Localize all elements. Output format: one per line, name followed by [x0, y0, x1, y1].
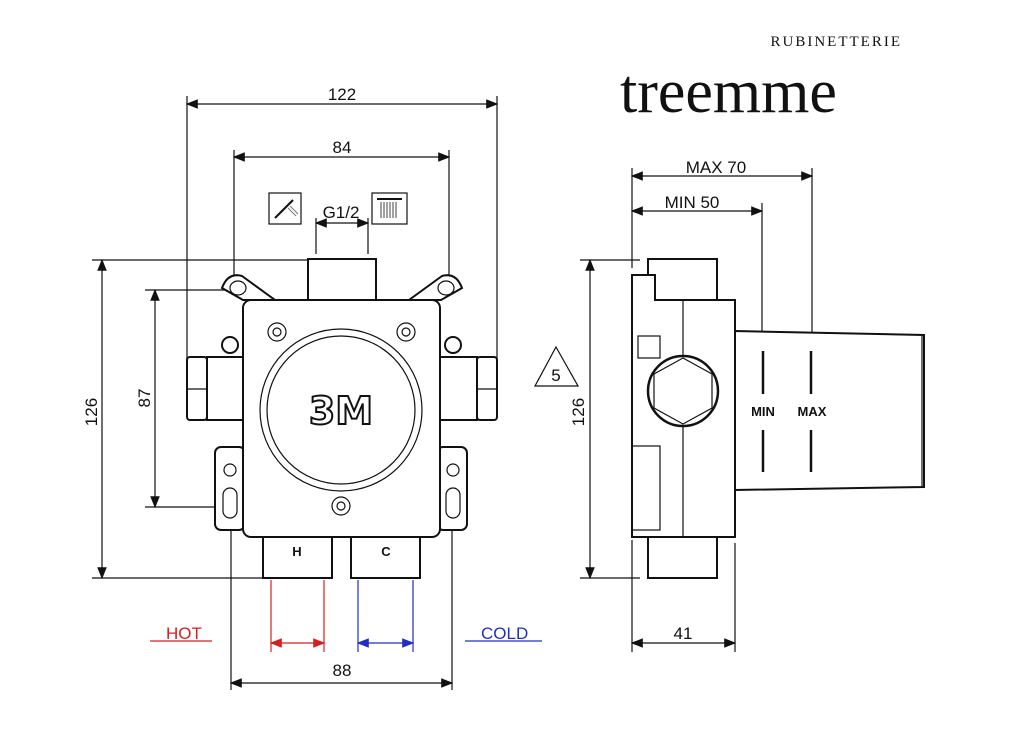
valve-body — [242, 299, 441, 538]
dim-mount-height: 87 — [135, 389, 154, 408]
hot-mark: H — [292, 544, 301, 559]
logo-tagline: RUBINETTERIE — [771, 34, 902, 50]
dim-max-depth: MAX 70 — [686, 158, 746, 177]
front-view: 122 84 G1/2 — [82, 85, 542, 690]
dim-outlet-span: 88 — [333, 661, 352, 680]
note-symbol: 5 — [551, 366, 560, 385]
max-mark: MAX — [798, 404, 827, 419]
dim-side-height: 126 — [569, 398, 588, 426]
dim-overall-width: 122 — [328, 85, 356, 104]
overhead-shower-icon — [371, 192, 408, 225]
note-triangle: 5 — [533, 345, 580, 387]
side-view: MAX 70 MIN 50 126 5 MIN MAX 41 — [533, 158, 925, 652]
hot-outlet — [262, 536, 333, 579]
cold-outlet — [350, 536, 421, 579]
cartridge-label: 3M — [309, 389, 373, 433]
cold-mark: C — [381, 544, 391, 559]
dim-min-depth: MIN 50 — [665, 193, 720, 212]
logo-brand: treemme — [620, 58, 837, 126]
brand-logo: RUBINETTERIE treemme — [620, 34, 902, 126]
cold-label: COLD — [481, 624, 528, 643]
dim-thread: G1/2 — [323, 203, 360, 222]
hand-shower-icon — [268, 192, 302, 225]
dim-bracket-width: 84 — [333, 138, 352, 157]
min-mark: MIN — [751, 404, 775, 419]
dim-overall-height: 126 — [82, 398, 101, 426]
dim-body-depth: 41 — [674, 624, 693, 643]
hot-label: HOT — [166, 624, 202, 643]
